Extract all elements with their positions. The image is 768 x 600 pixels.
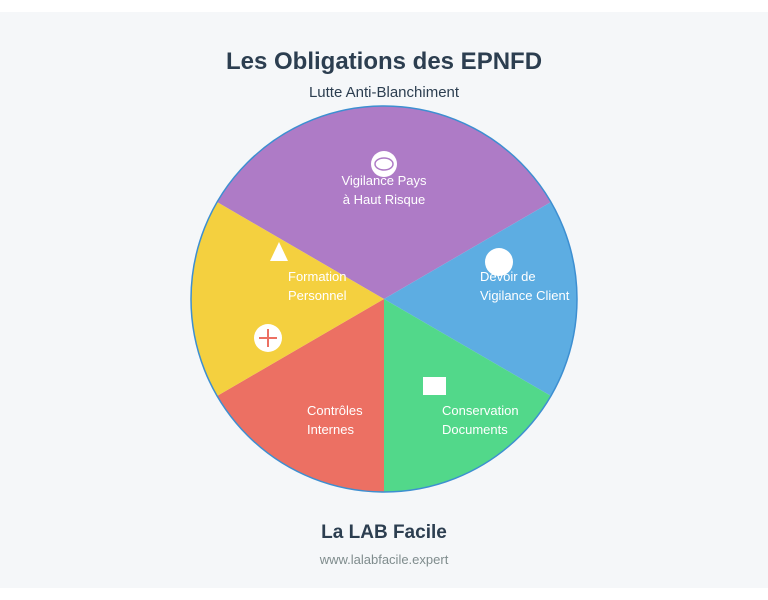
segment-controles <box>217 299 384 493</box>
label-devoir-vigilance-line2: Vigilance Client <box>480 288 570 303</box>
label-formation-line1: Formation <box>288 269 347 284</box>
cross-icon <box>254 324 282 352</box>
label-vigilance-pays-line2: à Haut Risque <box>343 192 425 207</box>
label-devoir-vigilance-line1: Devoir de <box>480 269 536 284</box>
triangle-icon <box>270 242 288 261</box>
page-title: Les Obligations des EPNFD <box>225 48 543 75</box>
label-formation-line2: Personnel <box>288 288 347 303</box>
wheel-outline <box>190 105 578 493</box>
label-vigilance-pays-line1: Vigilance Pays <box>341 173 427 188</box>
brand-name: La LAB Facile <box>321 522 447 543</box>
circle-icon <box>485 248 513 276</box>
rectangle-icon <box>423 377 446 395</box>
page-subtitle: Lutte Anti-Blanchiment <box>308 84 460 101</box>
label-controles-line1: Contrôles <box>307 403 363 418</box>
label-controles-line2: Internes <box>307 422 354 437</box>
brand-url[interactable]: www.lalabfacile.expert <box>319 552 449 567</box>
label-conservation-line2: Documents <box>442 422 508 437</box>
label-conservation-line1: Conservation <box>442 403 519 418</box>
segment-formation <box>190 202 384 396</box>
segment-conservation <box>384 299 551 493</box>
segment-devoir-vigilance <box>384 202 578 396</box>
oval-icon <box>371 151 397 177</box>
segment-vigilance-pays <box>217 105 551 299</box>
